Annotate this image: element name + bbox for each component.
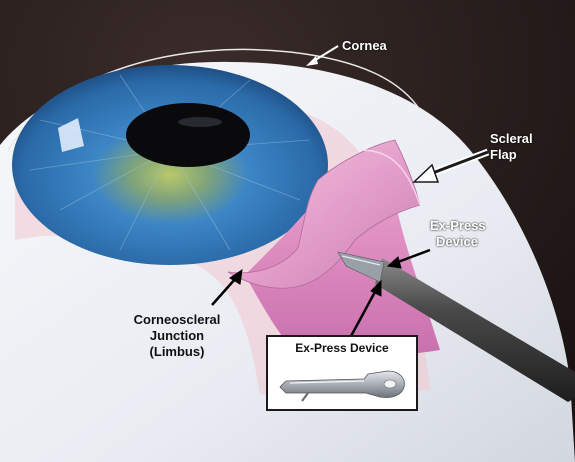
label-ex-press-line1: Ex-Press	[430, 218, 486, 234]
label-cornea: Cornea	[342, 38, 387, 53]
label-ex-press-device: Ex-Press Device	[430, 218, 486, 250]
label-scleral-flap-line2: Flap	[490, 147, 533, 163]
label-scleral-flap-line1: Scleral	[490, 131, 533, 147]
pupil	[126, 103, 250, 167]
label-ex-press-line2: Device	[430, 234, 486, 250]
device-spur	[302, 393, 308, 401]
device-plate-hole	[384, 380, 396, 388]
label-cornea-text: Cornea	[342, 38, 387, 53]
device-inset: Ex-Press Device	[266, 335, 418, 411]
inset-title: Ex-Press Device	[268, 341, 416, 355]
pupil-highlight	[178, 117, 222, 127]
label-limbus-line1: Corneoscleral	[118, 312, 236, 328]
label-limbus-line3: (Limbus)	[118, 344, 236, 360]
label-scleral-flap: Scleral Flap	[490, 131, 533, 163]
label-limbus: Corneoscleral Junction (Limbus)	[118, 312, 236, 360]
label-limbus-line2: Junction	[118, 328, 236, 344]
device-inset-illustration	[268, 357, 416, 409]
